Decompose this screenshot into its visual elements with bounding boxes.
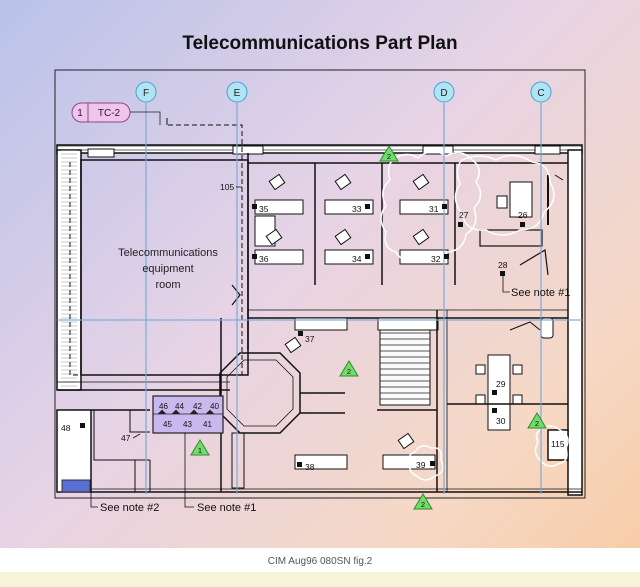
revision-markers: 2 2 2 2 1 bbox=[190, 145, 547, 510]
marker-number: 2 bbox=[535, 419, 539, 428]
panel-port-label: 46 bbox=[159, 402, 168, 411]
note-label: See note #1 bbox=[197, 502, 256, 514]
floor-plan: F E D C 1 TC-2 Telecommunicat bbox=[54, 69, 586, 514]
outlet-label: 48 bbox=[61, 423, 71, 433]
outlet-label: 35 bbox=[259, 204, 269, 214]
column-bubble-e: E bbox=[226, 81, 248, 103]
outlet-label: 115 bbox=[551, 439, 565, 449]
column-label-c: C bbox=[537, 88, 544, 99]
marker-number: 2 bbox=[347, 367, 351, 376]
revision-clouds bbox=[380, 150, 569, 481]
tc-tag: 1 TC-2 bbox=[71, 102, 161, 125]
workstations bbox=[254, 173, 569, 470]
outlet-label: 26 bbox=[518, 210, 528, 220]
tc-tag-label: TC-2 bbox=[98, 108, 121, 119]
note-callouts: See note #1 See note #2 See note #1 bbox=[90, 276, 570, 514]
outlet-label: 33 bbox=[352, 204, 362, 214]
panel-port-label: 41 bbox=[203, 420, 212, 429]
room-label-line-2: equipment bbox=[142, 263, 193, 275]
column-label-e: E bbox=[234, 88, 241, 99]
panel-port-label: 43 bbox=[183, 420, 192, 429]
triangle-marker: 2 bbox=[413, 493, 433, 510]
outlet-label: 36 bbox=[259, 254, 269, 264]
triangle-marker: 2 bbox=[379, 145, 399, 162]
outlet-label: 47 bbox=[121, 433, 131, 443]
drawing-frame bbox=[54, 69, 586, 499]
bottom-strip bbox=[0, 572, 640, 587]
outlet-label: 29 bbox=[496, 379, 506, 389]
outlet-label: 32 bbox=[431, 254, 441, 264]
patch-panel: 46 44 42 40 45 43 41 bbox=[152, 395, 224, 434]
outlet-label: 105 bbox=[220, 182, 234, 192]
room-label: Telecommunications equipment room bbox=[118, 247, 218, 291]
triangle-marker: 1 bbox=[190, 439, 210, 456]
note-label: See note #1 bbox=[511, 287, 570, 299]
column-bubble-c: C bbox=[530, 81, 552, 103]
outlet-label: 28 bbox=[498, 260, 508, 270]
outlet-label: 37 bbox=[305, 334, 315, 344]
panel-port-label: 40 bbox=[210, 402, 219, 411]
outlet-label: 39 bbox=[416, 460, 426, 470]
exterior-wall bbox=[56, 144, 583, 496]
triangle-marker: 2 bbox=[527, 412, 547, 429]
panel-port-label: 42 bbox=[193, 402, 202, 411]
outlets: 105 35 33 31 27 26 36 34 32 28 37 29 30 bbox=[61, 182, 565, 472]
panel-port-label: 44 bbox=[175, 402, 184, 411]
marker-number: 1 bbox=[198, 446, 202, 455]
column-markers: F E D C bbox=[135, 81, 552, 103]
outlet-label: 34 bbox=[352, 254, 362, 264]
figure-caption: CIM Aug96 080SN fig.2 bbox=[267, 556, 373, 567]
column-grid-lines bbox=[57, 103, 582, 494]
circulation bbox=[56, 310, 568, 493]
column-bubble-f: F bbox=[135, 81, 157, 103]
column-bubble-d: D bbox=[433, 81, 455, 103]
room-label-line-3: room bbox=[155, 279, 180, 291]
tc-tag-number: 1 bbox=[77, 108, 83, 119]
outlet-label: 27 bbox=[459, 210, 469, 220]
marker-number: 2 bbox=[421, 500, 425, 509]
column-label-f: F bbox=[143, 88, 149, 99]
plan-title: Telecommunications Part Plan bbox=[182, 33, 458, 54]
note-label: See note #2 bbox=[100, 502, 159, 514]
room-label-line-1: Telecommunications bbox=[118, 247, 218, 259]
marker-number: 2 bbox=[387, 152, 391, 161]
triangle-marker: 2 bbox=[339, 360, 359, 377]
column-label-d: D bbox=[440, 88, 447, 99]
outlet-label: 38 bbox=[305, 462, 315, 472]
outlet-label: 30 bbox=[496, 416, 506, 426]
panel-port-label: 45 bbox=[163, 420, 172, 429]
outlet-label: 31 bbox=[429, 204, 439, 214]
figure-background: Telecommunications Part Plan bbox=[0, 0, 640, 548]
